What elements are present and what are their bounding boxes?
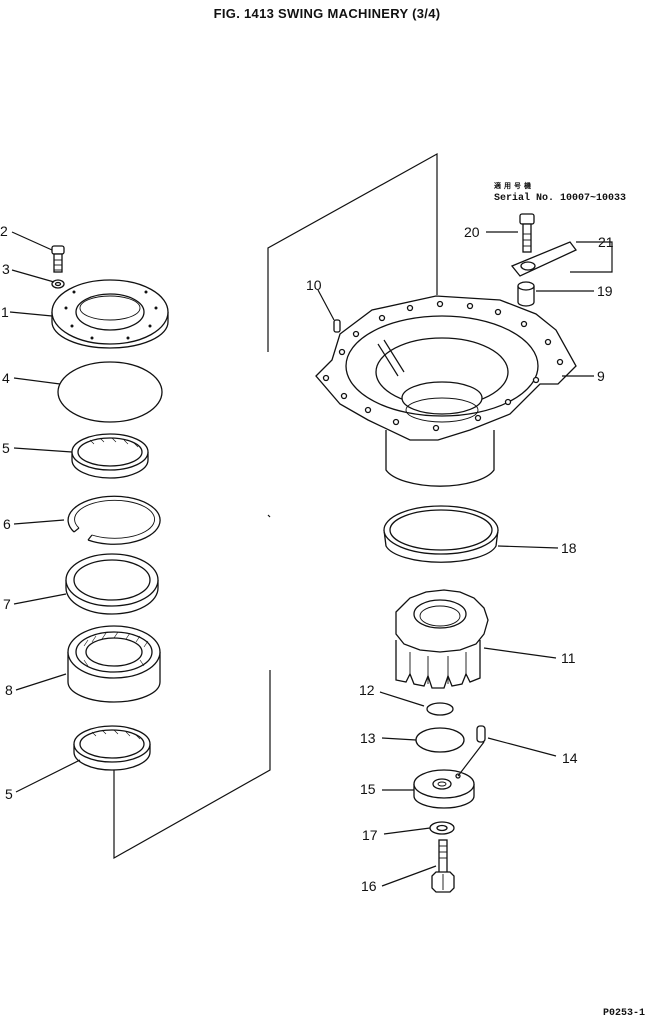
page-code: P0253-1	[603, 1008, 646, 1019]
callout-17: 17	[362, 827, 378, 843]
part-11-pinion-gear	[395, 589, 489, 689]
callout-20: 20	[464, 224, 480, 240]
part-6-snap-ring	[67, 495, 161, 545]
part-14-pin	[476, 725, 486, 743]
part-18-ring	[383, 505, 499, 563]
part-20-bolt	[519, 213, 535, 253]
part-21-lock-plate	[510, 241, 578, 277]
callout-10: 10	[306, 277, 322, 293]
part-7-spacer-ring	[65, 553, 159, 615]
callout-13: 13	[360, 730, 376, 746]
part-16-bolt	[431, 839, 455, 893]
callout-18: 18	[561, 540, 577, 556]
callout-3: 3	[2, 261, 10, 277]
callout-7: 7	[3, 596, 11, 612]
callout-labels: 2 3 1 4 5 6 7 8 5 10 20 21 19 9 18 11 12…	[0, 223, 614, 894]
part-13-o-ring	[415, 727, 465, 753]
callout-19: 19	[597, 283, 613, 299]
callout-9: 9	[597, 368, 605, 384]
assembly-bracket-lines	[113, 152, 438, 860]
part-12-o-ring	[426, 702, 454, 716]
serial-note-japanese: 適用号機	[494, 183, 534, 191]
serial-note: 適用号機 Serial No. 10007~10033	[494, 181, 626, 205]
callout-5-lower: 5	[5, 786, 13, 802]
callout-4: 4	[2, 370, 10, 386]
callout-14: 14	[562, 750, 578, 766]
part-5-seal-ring-upper	[71, 433, 149, 479]
callout-1: 1	[1, 304, 9, 320]
callout-15: 15	[360, 781, 376, 797]
part-3-washer	[51, 279, 65, 289]
part-19-spacer	[517, 281, 535, 307]
callout-21: 21	[598, 234, 614, 250]
callout-leaders	[9, 231, 613, 887]
part-2-bolt	[51, 245, 65, 273]
callout-11: 11	[561, 650, 576, 666]
figure-title: FIG. 1413 SWING MACHINERY (3/4)	[213, 6, 441, 21]
part-9-swing-case	[315, 295, 577, 487]
serial-note-text: Serial No. 10007~10033	[494, 193, 627, 204]
callout-8: 8	[5, 682, 13, 698]
part-17-washer	[429, 821, 455, 835]
callout-5-upper: 5	[2, 440, 10, 456]
part-1-cover-plate	[51, 279, 169, 349]
callout-6: 6	[3, 516, 11, 532]
part-8-bearing	[67, 625, 161, 703]
part-10-pin	[333, 319, 341, 333]
part-4-o-ring	[57, 361, 163, 423]
callout-2: 2	[0, 223, 8, 239]
callout-16: 16	[361, 878, 377, 894]
callout-12: 12	[359, 682, 375, 698]
part-15-plate	[413, 769, 475, 809]
part-5-seal-ring-lower	[73, 725, 151, 771]
